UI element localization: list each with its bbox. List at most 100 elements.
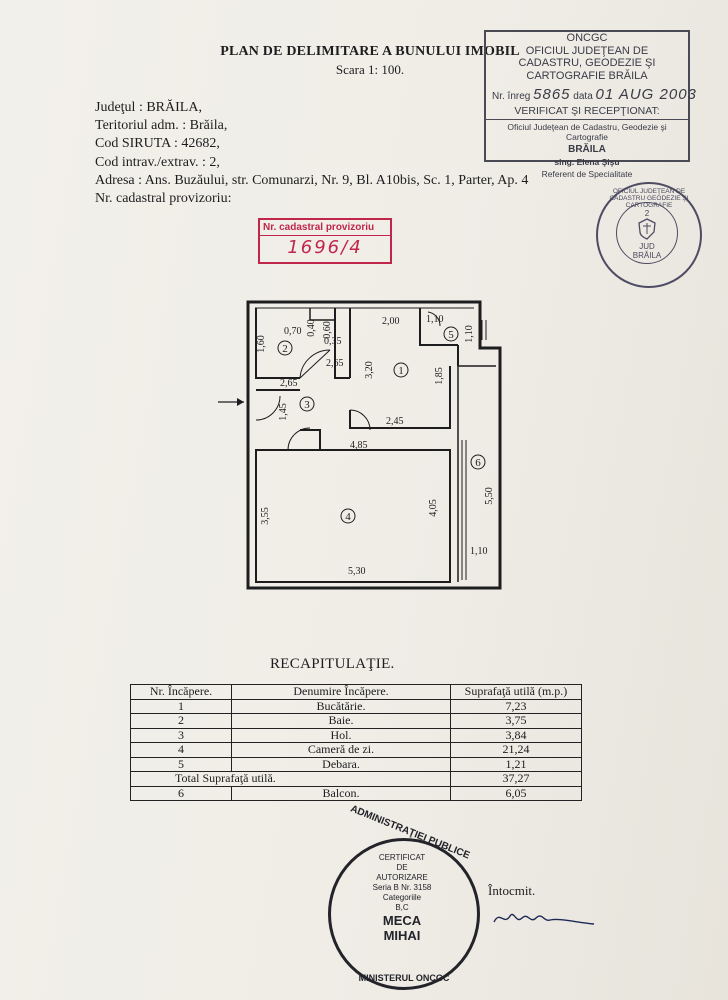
row-name: Debara.: [231, 756, 451, 772]
dim-label: 1,45: [278, 403, 289, 421]
table-row: 6 Balcon. 6,05: [130, 785, 582, 801]
row-name: Hol.: [231, 727, 451, 743]
seal-line: B,C: [395, 903, 409, 912]
dim-label: 0,35: [324, 336, 342, 347]
seal-line: Seria B Nr. 3158: [372, 883, 432, 892]
recap-table: Nr. Încăpere. Denumire Încăpere. Suprafa…: [130, 684, 582, 801]
total-value: 37,27: [450, 771, 582, 787]
office-label: Oficiul Judeţean de Cadastru, Geodezie ş…: [507, 122, 667, 142]
row-area: 1,21: [450, 756, 582, 772]
info-teritoriu: Teritoriul adm. : Brăila,: [95, 118, 228, 134]
dim-label: 5,50: [484, 487, 495, 505]
scale-label: Scara 1: 100.: [335, 62, 405, 77]
page-title: PLAN DE DELIMITARE A BUNULUI IMOBIL: [220, 44, 520, 59]
info-nr-cadastral: Nr. cadastral provizoriu:: [95, 191, 232, 207]
coat-of-arms-icon: [638, 218, 656, 240]
dim-label: 0,70: [284, 326, 302, 337]
seal-center-3: BRĂILA: [632, 251, 662, 260]
row-nr: 1: [130, 698, 232, 714]
row-name: Cameră de zi.: [231, 742, 451, 758]
office-person: sing. Elena Şişu: [554, 157, 620, 167]
total-row: Total Suprafaţă utilă. 37,27: [130, 771, 582, 787]
property-info: Judeţul : BRĂILA, Teritoriul adm. : Brăi…: [95, 99, 528, 208]
authorization-seal: ADMINISTRAŢIEI PUBLICE CERTIFICAT DE AUT…: [328, 803, 480, 990]
signature-icon: [493, 913, 595, 925]
seal-name-2: MIHAI: [383, 928, 421, 943]
reg-number: 5865: [533, 86, 571, 103]
dim-label: 1,10: [426, 314, 444, 325]
oncgc-line-4: CARTOGRAFIE BRĂILA: [526, 69, 648, 82]
dim-label: 1,10: [470, 546, 488, 557]
room-6-label: 6: [475, 457, 481, 469]
seal-center-2: JUD: [639, 242, 655, 251]
row-area: 7,23: [450, 698, 582, 714]
col-nr: Nr. Încăpere.: [130, 684, 232, 700]
dim-label: 3,55: [260, 507, 271, 525]
row-nr: 4: [130, 742, 232, 758]
info-siruta: Cod SIRUTA : 42682,: [95, 136, 220, 152]
dim-label: 1,85: [434, 367, 445, 385]
dim-label: 2,00: [382, 316, 400, 327]
oncgc-registration: Nr. înreg 5865 data 01 AUG 2003: [486, 86, 696, 103]
prepared-by-label: Întocmit.: [488, 883, 536, 898]
row-name: Bucătărie.: [231, 698, 451, 714]
dim-label: 3,20: [364, 361, 375, 379]
cadastral-stamp-value: 1696/4: [287, 237, 363, 258]
dim-label: 5,30: [348, 566, 366, 577]
seal-center-1: 2: [644, 209, 650, 218]
dim-label: 1,10: [464, 325, 475, 343]
round-seal-oncgc: OFICIUL JUDEŢEAN DE CADASTRU GEODEZIE ŞI…: [596, 182, 702, 288]
dim-label: 1,60: [256, 335, 267, 353]
dim-label: 4,05: [428, 499, 439, 517]
col-name: Denumire Încăpere.: [231, 684, 451, 700]
room-1-label: 1: [398, 365, 404, 377]
dim-label: 0,60: [322, 321, 333, 339]
row-nr: 3: [130, 727, 232, 743]
room-2-label: 2: [282, 343, 288, 355]
oncgc-stamp: ONCGC OFICIUL JUDEŢEAN DE CADASTRU, GEOD…: [484, 30, 696, 179]
room-5-label: 5: [448, 329, 454, 341]
seal-name-1: MECA: [382, 913, 422, 928]
row-nr: 2: [130, 713, 232, 729]
seal-line: Categoriile: [382, 893, 422, 902]
table-header-row: Nr. Încăpere. Denumire Încăpere. Suprafa…: [130, 684, 582, 700]
row-nr: 5: [130, 756, 232, 772]
info-judet: Judeţul : BRĂILA,: [95, 100, 202, 115]
seal-center: 2 JUD BRĂILA: [616, 202, 678, 264]
info-intravilan: Cod intrav./extrav. : 2,: [95, 154, 220, 170]
seal-line: CERTIFICAT: [378, 853, 426, 862]
floor-plan: 1 2 3 4 5 6 1,60 0,70 0,40 0,60 0,35 2,6…: [218, 300, 502, 590]
row-nr: 6: [130, 785, 232, 801]
row-name: Baie.: [231, 713, 451, 729]
table-row: 4 Cameră de zi. 21,24: [130, 742, 582, 758]
recap-title: RECAPITULAŢIE.: [270, 656, 395, 672]
seal-body: CERTIFICAT DE AUTORIZARE Seria B Nr. 315…: [349, 853, 455, 943]
seal-ring-bottom: MINISTERUL ONCGC: [358, 973, 450, 983]
table-row: 3 Hol. 3,84: [130, 727, 582, 743]
info-adresa: Adresa : Ans. Buzăului, str. Comunarzi, …: [95, 172, 529, 188]
oncgc-line-1: ONCGC: [566, 32, 608, 44]
cadastral-stamp-label: Nr. cadastral provizoriu: [260, 220, 390, 236]
verified-label: VERIFICAT ŞI RECEPŢIONAT:: [486, 105, 688, 120]
dim-label: 2,65: [280, 378, 298, 389]
seal-line: DE: [396, 863, 408, 872]
reg-label: Nr. înreg: [492, 91, 531, 102]
dim-label: 0,40: [306, 319, 317, 337]
table-row: 1 Bucătărie. 7,23: [130, 698, 582, 714]
cadastral-number-stamp: Nr. cadastral provizoriu 1696/4: [258, 218, 392, 264]
col-area: Suprafaţă utilă (m.p.): [450, 684, 582, 700]
oncgc-line-2: OFICIUL JUDEŢEAN DE: [525, 44, 649, 57]
seal-line: AUTORIZARE: [376, 873, 428, 882]
oncgc-line-3: CADASTRU, GEODEZIE ŞI: [518, 57, 656, 69]
table-row: 2 Baie. 3,75: [130, 713, 582, 729]
total-label: Total Suprafaţă utilă.: [130, 771, 451, 787]
row-area: 3,84: [450, 727, 582, 743]
row-area: 3,75: [450, 713, 582, 729]
row-area: 6,05: [450, 785, 582, 801]
table-row: 5 Debara. 1,21: [130, 756, 582, 772]
dim-label: 4,85: [350, 440, 368, 451]
row-name: Balcon.: [231, 785, 451, 801]
reg-date: 01 AUG 2003: [595, 86, 697, 103]
row-area: 21,24: [450, 742, 582, 758]
